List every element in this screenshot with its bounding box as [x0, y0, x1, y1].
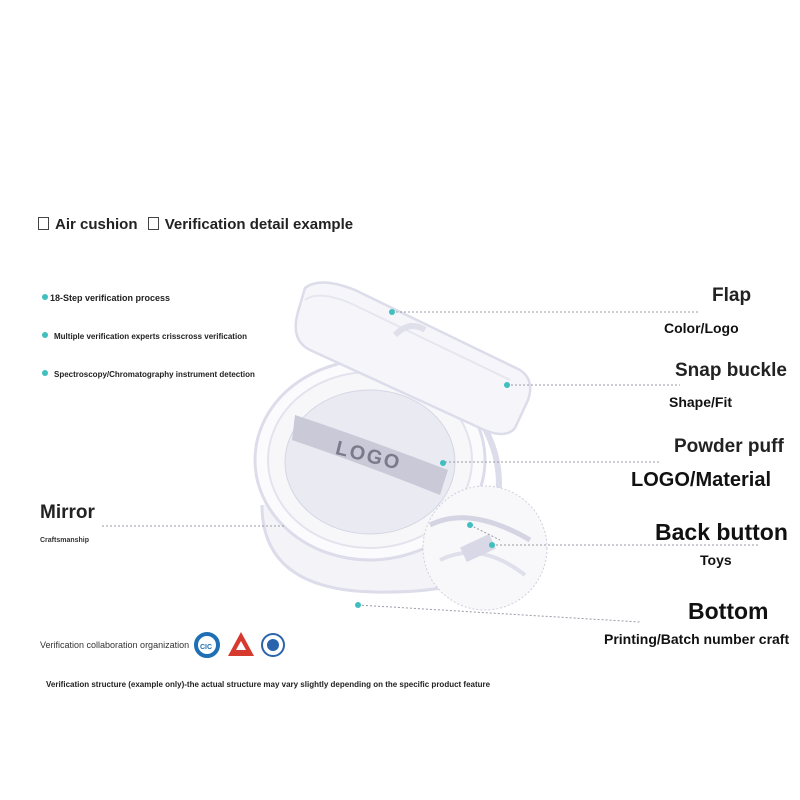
org-logo-seal: [261, 633, 285, 657]
back-button-puff: [422, 485, 548, 611]
powder-puff: LOGO: [284, 389, 456, 535]
detail-powder-puff: LOGO/Material: [631, 469, 772, 491]
label-mirror: Mirror: [40, 502, 95, 523]
bullet-dot-icon: [42, 294, 48, 300]
bullet-item: 18-Step verification process: [42, 293, 170, 303]
detail-bottom: Printing/Batch number craft: [604, 631, 790, 647]
detail-snap-buckle: Shape/Fit: [669, 394, 733, 410]
title-box-icon: [147, 217, 159, 230]
bullet-dot-icon: [42, 370, 48, 376]
label-back-button: Back button: [655, 519, 788, 545]
orgs-label: Verification collaboration organization: [40, 640, 190, 650]
svg-text:CIC: CIC: [200, 644, 212, 651]
bullet-item: Multiple verification experts crisscross…: [42, 332, 247, 341]
org-logo-cic: CIC: [194, 632, 220, 658]
callout-dots: [355, 309, 510, 608]
compact-flap: [294, 281, 532, 436]
detail-flap: Color/Logo: [664, 320, 739, 336]
detail-back-button: Toys: [700, 552, 732, 568]
footer-note: Verification structure (example only)-th…: [46, 680, 491, 689]
leader-lines: [102, 311, 760, 623]
label-powder-puff: Powder puff: [674, 436, 784, 457]
label-bottom: Bottom: [688, 598, 769, 624]
bullet-dot-icon: [42, 332, 48, 338]
label-snap-buckle: Snap buckle: [675, 360, 787, 381]
page-title: Air cushion Verification detail example: [38, 216, 353, 233]
bullet-item: Spectroscopy/Chromatography instrument d…: [42, 370, 255, 379]
org-logo-red-mountain: [228, 632, 254, 656]
title-subtitle: Verification detail example: [164, 216, 354, 233]
detail-mirror: Craftsmanship: [40, 537, 90, 544]
label-flap: Flap: [712, 285, 752, 306]
title-product: Air cushion: [55, 216, 138, 233]
title-box-icon: [38, 217, 49, 230]
